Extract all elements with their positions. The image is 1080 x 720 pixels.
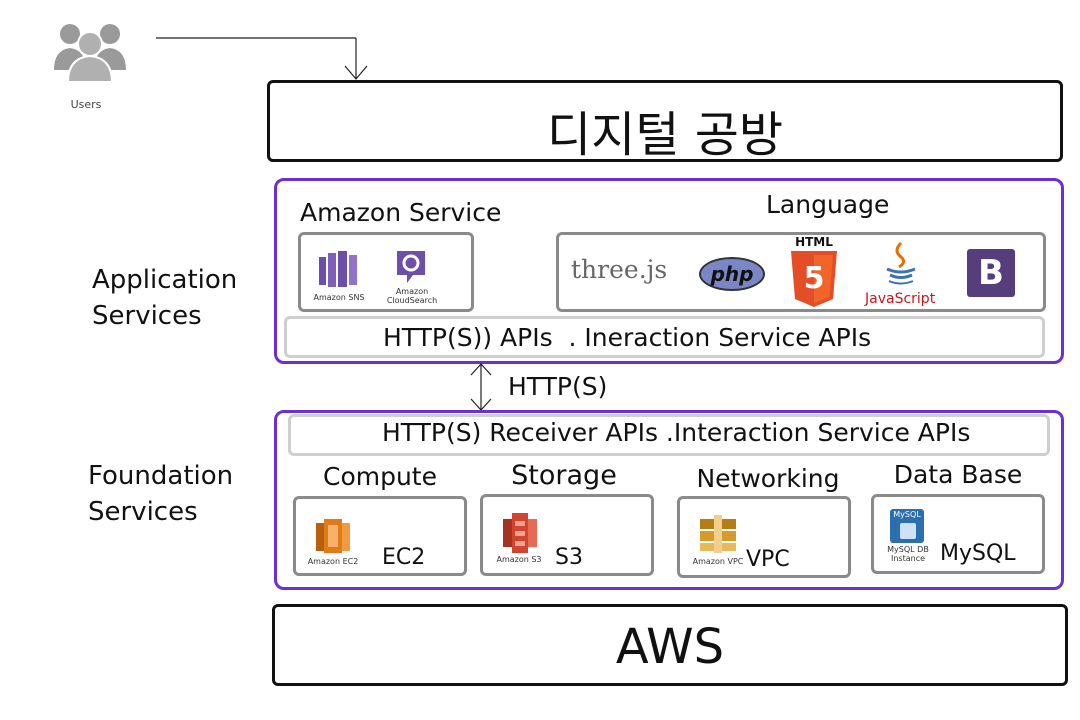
- compute-title: Compute: [322, 462, 437, 491]
- compute-value: EC2: [382, 545, 426, 570]
- networking-title: Networking: [696, 464, 840, 493]
- amazon-vpc-caption: Amazon VPC: [692, 557, 744, 566]
- javascript-label: JavaScript: [865, 291, 936, 307]
- language-title: Language: [766, 190, 890, 219]
- application-services-label: Application Services: [92, 265, 238, 331]
- amazon-sns-caption: Amazon SNS: [313, 293, 365, 302]
- digital-workshop-title: 디지털 공방: [546, 107, 784, 163]
- database-title: Data Base: [893, 460, 1023, 489]
- digital-workshop-box: 디지털 공방: [267, 80, 1063, 163]
- users-group: Users: [48, 18, 132, 111]
- mysql-db-caption: MySQL DB Instance: [887, 545, 929, 563]
- application-api-bar: HTTP(S)) APIs . Ineraction Service APIs: [284, 316, 1045, 358]
- bootstrap-logo: B: [967, 249, 1015, 297]
- amazon-vpc-icon: [700, 515, 736, 553]
- amazon-cloudsearch-icon: [397, 251, 425, 283]
- connector-label: HTTP(S): [508, 372, 608, 401]
- application-api-text: HTTP(S)) APIs . Ineraction Service APIs: [383, 323, 872, 352]
- php-logo: php: [699, 257, 765, 291]
- mysql-db-icon: MySQL: [890, 509, 924, 543]
- storage-panel: Amazon S3 S3: [480, 494, 654, 576]
- bidirectional-arrow: [470, 363, 492, 411]
- foundation-api-text: HTTP(S) Receiver APIs .Interaction Servi…: [382, 418, 971, 447]
- aws-box: AWS: [272, 604, 1068, 686]
- html5-icon: [791, 251, 837, 307]
- aws-title: AWS: [615, 619, 725, 675]
- storage-value: S3: [555, 545, 583, 570]
- amazon-ec2-icon: [316, 519, 350, 553]
- storage-title: Storage: [511, 460, 617, 491]
- database-panel: MySQL MySQL DB Instance MySQL: [871, 494, 1045, 574]
- html5-digit: 5: [803, 261, 825, 296]
- php-logo-text: php: [710, 262, 754, 286]
- networking-panel: Amazon VPC VPC: [677, 496, 851, 578]
- amazon-sns-icon: [319, 251, 357, 287]
- compute-panel: Amazon EC2 EC2: [293, 496, 467, 576]
- threejs-logo: three.js: [571, 255, 668, 284]
- amazon-cloudsearch-caption: Amazon CloudSearch: [386, 287, 438, 305]
- foundation-api-bar: [288, 414, 1050, 456]
- bootstrap-logo-text: B: [978, 253, 1004, 293]
- amazon-service-panel: Amazon SNS Amazon CloudSearch: [298, 232, 474, 312]
- mysql-db-icon-text: MySQL: [893, 510, 921, 519]
- foundation-services-label: Foundation Services: [88, 461, 234, 527]
- amazon-ec2-caption: Amazon EC2: [307, 557, 359, 566]
- amazon-s3-icon: [503, 513, 537, 553]
- language-panel: three.js php HTML 5 JavaScript B: [556, 232, 1046, 312]
- amazon-s3-caption: Amazon S3: [496, 555, 542, 564]
- networking-value: VPC: [746, 547, 790, 572]
- amazon-service-title: Amazon Service: [300, 198, 502, 227]
- users-label: Users: [70, 98, 102, 111]
- java-cup-icon: [886, 241, 916, 285]
- database-value: MySQL: [940, 541, 1016, 566]
- html5-logo-label: HTML: [795, 235, 833, 249]
- users-icon: [54, 24, 126, 83]
